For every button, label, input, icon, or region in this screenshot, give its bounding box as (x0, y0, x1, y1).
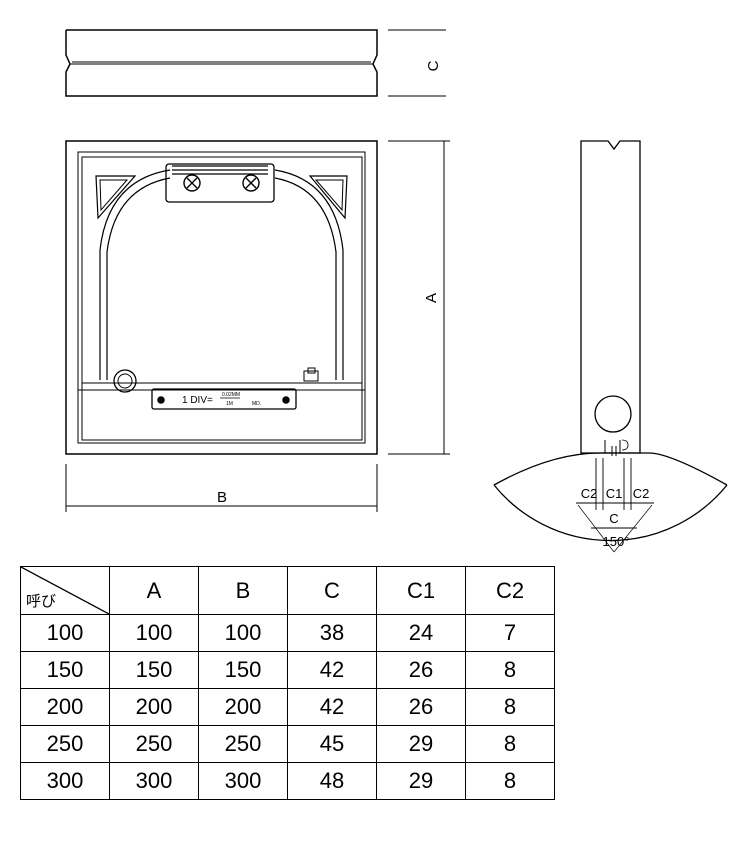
table-cell: 200 (198, 688, 288, 726)
table-corner-label: 呼び (26, 593, 57, 610)
table-header-b: B (198, 566, 288, 615)
spec-table: 呼び A B C C1 C2 100 100 100 38 24 7 150 1… (20, 566, 555, 800)
vial-label-prefix: 1 DIV= (182, 395, 213, 406)
table-cell: 300 (20, 762, 110, 800)
table-row: 150 150 150 42 26 8 (20, 651, 555, 689)
table-cell: 24 (376, 614, 466, 652)
table-cell: 29 (376, 725, 466, 763)
front-view (65, 140, 450, 512)
table-cell: 250 (20, 725, 110, 763)
table-cell: 8 (465, 725, 555, 763)
side-angle-label: 150° (603, 534, 630, 549)
table-cell: 200 (20, 688, 110, 726)
technical-drawing: C A B C2 C1 C2 C 150° 1 DIV= 0.02MM 1M M… (65, 29, 728, 553)
table-cell: 26 (376, 688, 466, 726)
table-header-c1: C1 (376, 566, 466, 615)
table-cell: 250 (109, 725, 199, 763)
table-cell: 150 (20, 651, 110, 689)
table-cell: 300 (198, 762, 288, 800)
table-cell: 150 (198, 651, 288, 689)
table-corner-cell: 呼び (20, 566, 110, 615)
table-cell: 100 (198, 614, 288, 652)
table-cell: 250 (198, 725, 288, 763)
table-header-a: A (109, 566, 199, 615)
table-cell: 300 (109, 762, 199, 800)
front-height-label: A (423, 293, 440, 303)
table-cell: 42 (287, 651, 377, 689)
side-c-label: C (609, 511, 618, 526)
top-view-height-label: C (425, 60, 442, 71)
table-cell: 45 (287, 725, 377, 763)
vial-label-numerator: 0.02MM (222, 392, 240, 398)
table-row: 200 200 200 42 26 8 (20, 688, 555, 726)
table-cell: 48 (287, 762, 377, 800)
table-cell: 26 (376, 651, 466, 689)
table-cell: 29 (376, 762, 466, 800)
table-cell: 100 (20, 614, 110, 652)
vial-label-denominator: 1M (226, 401, 233, 407)
corner-diagonal (21, 567, 109, 614)
table-cell: 150 (109, 651, 199, 689)
table-row: 100 100 100 38 24 7 (20, 614, 555, 652)
table-header-c2: C2 (465, 566, 555, 615)
side-c2-left-label: C2 (581, 486, 598, 501)
table-cell: 8 (465, 688, 555, 726)
table-cell: 8 (465, 762, 555, 800)
table-cell: 8 (465, 651, 555, 689)
side-c1-label: C1 (606, 486, 623, 501)
table-header-c: C (287, 566, 377, 615)
table-cell: 100 (109, 614, 199, 652)
table-row: 250 250 250 45 29 8 (20, 725, 555, 763)
table-cell: 200 (109, 688, 199, 726)
vial-label-suffix: MD. (252, 401, 261, 407)
side-view (493, 140, 728, 553)
side-c2-right-label: C2 (633, 486, 650, 501)
table-header-row: 呼び A B C C1 C2 (20, 566, 555, 615)
table-cell: 38 (287, 614, 377, 652)
top-view (65, 29, 446, 97)
front-width-label: B (217, 489, 227, 506)
table-cell: 42 (287, 688, 377, 726)
table-cell: 7 (465, 614, 555, 652)
table-row: 300 300 300 48 29 8 (20, 762, 555, 800)
